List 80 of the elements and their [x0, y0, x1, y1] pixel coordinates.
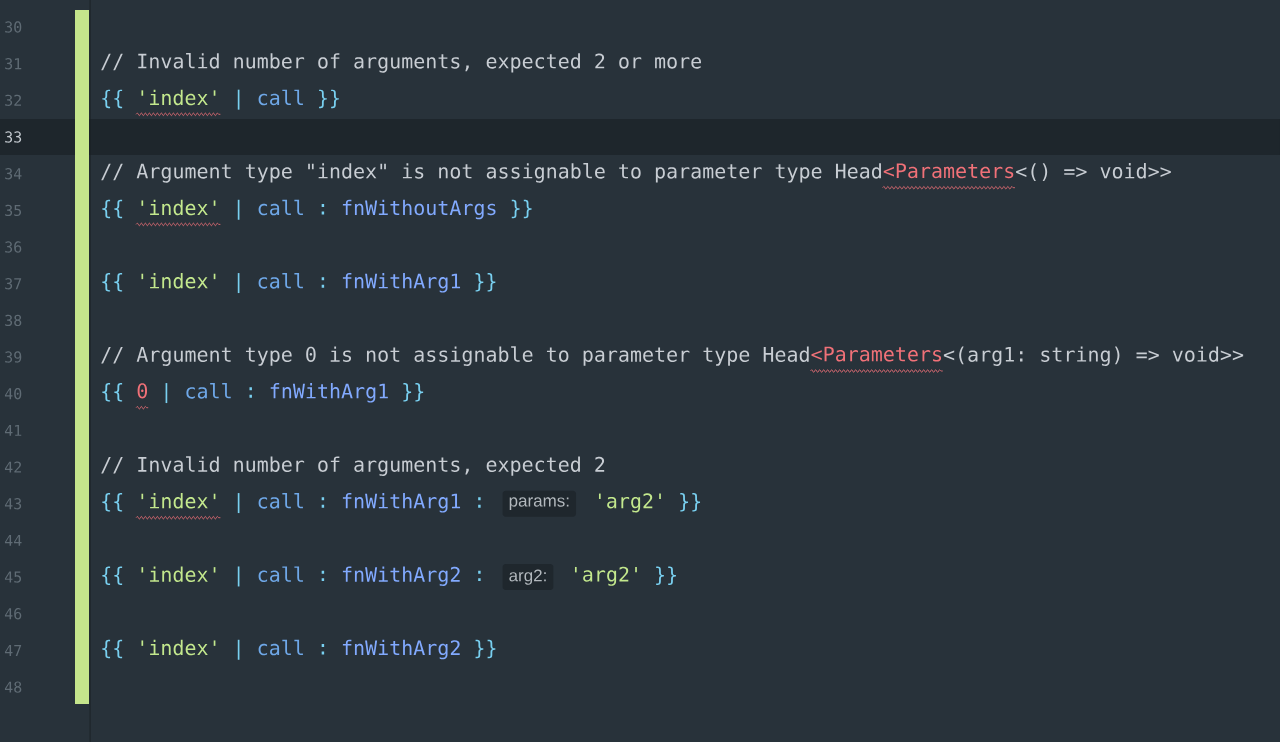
line-number: 39 — [5, 351, 22, 363]
line-number: 43 — [4, 498, 22, 510]
line-number: 31 — [5, 58, 22, 70]
string-literal: 'index' — [141, 493, 216, 509]
code-token: }} — [319, 89, 339, 109]
line-number: 36 — [5, 241, 22, 253]
inlay-hint: params: — [502, 490, 576, 517]
code-token: }} — [656, 566, 676, 585]
code-token: | — [237, 639, 240, 660]
line-number: 46 — [4, 608, 22, 620]
code-token: {{ — [102, 199, 123, 219]
function-name: fnWithArg1 — [342, 273, 461, 293]
code-token: call — [186, 383, 231, 399]
code-token: {{ — [102, 273, 123, 292]
string-literal: 'index' — [141, 566, 216, 582]
code-token: : — [321, 277, 325, 288]
code-token: }} — [403, 383, 424, 402]
code-token: }} — [680, 493, 701, 512]
string-literal: 'arg2' — [598, 493, 661, 513]
code-token: {{ — [102, 493, 123, 512]
string-literal: 'index' — [141, 639, 216, 656]
code-token: {{ — [102, 639, 123, 659]
code-token: : — [321, 644, 325, 655]
string-literal: 'index' — [141, 199, 216, 216]
error-token: <Parameters — [883, 163, 1014, 179]
code-token: | — [237, 89, 240, 110]
code-comment: // Argument type 0 is not assignable to parameter type Head — [101, 346, 809, 366]
code-token: call — [258, 199, 303, 216]
code-token: : — [478, 497, 481, 508]
code-comment: <(arg1: string) => void>> — [943, 346, 1244, 366]
string-literal: 'arg2' — [574, 566, 637, 586]
error-token: <Parameters — [811, 346, 942, 362]
line-number: 45 — [4, 571, 22, 583]
code-comment: // Invalid number of arguments, expected 2 or more — [101, 53, 701, 73]
code-comment: <() => void>> — [1016, 163, 1171, 181]
string-literal: 'index' — [141, 89, 216, 106]
line-number: 40 — [4, 388, 22, 400]
line-number: 42 — [4, 461, 21, 473]
code-token: call — [258, 89, 303, 106]
line-number: 47 — [4, 644, 22, 656]
error-token: 0 — [137, 383, 148, 399]
line-number: 33 — [5, 131, 22, 143]
code-token: : — [321, 497, 325, 508]
function-name: fnWithArg2 — [342, 566, 460, 586]
line-number: 48 — [4, 681, 22, 693]
code-token: | — [237, 273, 240, 294]
code-token: call — [258, 566, 303, 583]
code-token: : — [321, 570, 325, 582]
string-literal: 'index' — [141, 273, 216, 289]
code-token: }} — [511, 199, 532, 219]
line-number: 38 — [5, 314, 22, 327]
code-token: call — [258, 493, 303, 509]
code-token: {{ — [102, 566, 123, 585]
code-token: | — [237, 566, 240, 587]
line-number: 34 — [5, 168, 22, 180]
code-token: }} — [475, 273, 496, 292]
line-number: 32 — [5, 94, 21, 106]
code-token: | — [165, 383, 168, 404]
line-number: 30 — [5, 21, 22, 33]
function-name: fnWithArg1 — [270, 383, 388, 403]
function-name: fnWithArg1 — [342, 493, 461, 513]
code-token: : — [478, 570, 481, 582]
code-token: | — [237, 493, 240, 514]
line-number: 37 — [5, 278, 22, 290]
function-name: fnWithoutArgs — [342, 199, 496, 220]
code-token: {{ — [102, 89, 123, 109]
code-token: : — [321, 204, 325, 215]
code-comment: // Invalid number of arguments, expected 2 — [101, 456, 605, 476]
code-token: | — [237, 199, 240, 220]
code-token: {{ — [102, 383, 123, 402]
code-token: : — [249, 387, 252, 398]
function-name: fnWithArg2 — [342, 639, 460, 660]
line-number: 44 — [4, 534, 22, 546]
code-token: }} — [475, 639, 496, 659]
inlay-hint: arg2: — [502, 564, 554, 591]
code-comment: // Argument type "index" is not assignable to parameter type Head — [101, 163, 881, 183]
line-number: 41 — [4, 424, 22, 436]
code-token: call — [258, 639, 303, 656]
code-token: call — [258, 273, 303, 289]
line-number: 35 — [5, 204, 22, 217]
